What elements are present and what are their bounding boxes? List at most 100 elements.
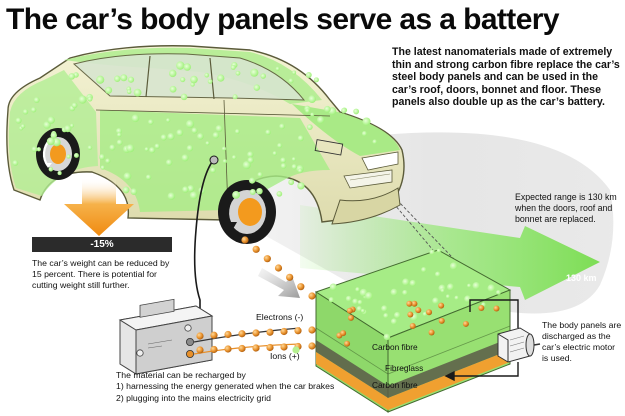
intro-text: The latest nanomaterials made of extreme…	[392, 46, 620, 109]
panel-bubble	[217, 74, 225, 82]
panel-bubble	[207, 79, 213, 84]
battery-particle	[493, 305, 500, 312]
panel-bubble	[187, 185, 195, 193]
flow-particle	[252, 344, 260, 352]
panel-bubble	[100, 165, 105, 170]
panel-bubble	[122, 186, 130, 194]
panel-bubble	[176, 129, 184, 137]
panel-bubble	[280, 157, 287, 164]
panel-bubble	[46, 137, 55, 146]
flow-particle	[280, 327, 288, 336]
panel-bubble	[288, 78, 294, 84]
battery-bubble	[467, 283, 472, 288]
panel-bubble	[291, 164, 298, 170]
panel-bubble	[232, 190, 241, 199]
panel-bubble	[167, 192, 176, 200]
panel-bubble	[297, 182, 305, 190]
panel-bubble	[30, 107, 37, 113]
panel-bubble	[232, 94, 238, 100]
panel-bubble	[33, 97, 40, 103]
battery-charge-bubbles	[328, 248, 501, 347]
battery-bubble	[409, 279, 417, 287]
battery-bubble	[345, 295, 352, 302]
flow-particle	[241, 236, 249, 244]
battery-bubble	[381, 305, 388, 312]
panel-bubble	[57, 171, 62, 176]
panel-bubble	[115, 127, 123, 135]
flow-particle	[308, 326, 316, 334]
battery-bubble	[454, 295, 459, 300]
panel-bubble	[205, 141, 210, 146]
panel-bubble	[306, 124, 313, 131]
energy-arrow-upper	[258, 268, 300, 298]
battery-bubble	[402, 289, 408, 296]
panel-bubble	[197, 133, 204, 140]
panel-bubble	[257, 172, 263, 178]
flow-particle	[286, 273, 294, 281]
flow-particle	[238, 330, 246, 338]
panel-bubble	[114, 75, 121, 82]
panel-bubble	[291, 157, 296, 162]
layer-label-fibreglass: Fibreglass	[385, 363, 424, 373]
panel-bubble	[265, 129, 271, 136]
panel-bubble	[126, 89, 132, 95]
battery-bubble	[383, 313, 389, 319]
panel-bubble	[297, 168, 303, 174]
panel-bubble	[277, 143, 283, 149]
car-windows	[72, 53, 306, 101]
panel-bubble	[87, 145, 93, 150]
grille	[343, 169, 393, 189]
panel-bubble	[190, 75, 198, 84]
battery-particle	[426, 309, 433, 316]
panel-bubble	[12, 159, 19, 166]
battery-particle	[428, 329, 435, 336]
panel-bubble	[204, 72, 210, 78]
panel-bubble	[116, 132, 122, 138]
battery-bubble	[432, 297, 439, 305]
weight-note: The car’s weight can be reduced by 15 pe…	[32, 258, 170, 290]
flow-particle	[294, 327, 302, 335]
panel-bubble	[120, 74, 128, 82]
panel-bubble	[71, 102, 78, 109]
battery-bubble	[440, 288, 445, 293]
layer-label-top-carbon: Carbon fibre	[372, 342, 418, 352]
panel-bubble	[292, 70, 297, 75]
panel-bubble	[168, 69, 177, 78]
panel-bubble	[105, 158, 111, 164]
mains-charger	[118, 298, 214, 375]
panel-bubble	[183, 63, 192, 71]
battery-bubble	[394, 311, 401, 319]
roof-panel-outline	[314, 139, 344, 156]
panel-bubble	[176, 61, 185, 70]
panel-bubble	[221, 146, 227, 151]
battery-bubble	[472, 281, 481, 290]
panel-bubble	[316, 116, 325, 124]
panel-bubble	[50, 132, 57, 139]
panel-bubble	[47, 116, 55, 124]
panel-bubble	[78, 95, 87, 104]
panel-bubble	[215, 124, 223, 133]
panel-bubble	[249, 188, 256, 195]
panel-bubble	[36, 147, 41, 152]
panel-bubble	[185, 119, 195, 129]
panel-bubble	[180, 93, 188, 101]
layer-label-bottom-carbon: Carbon fibre	[372, 380, 418, 390]
ions-label: Ions (+)	[270, 351, 300, 361]
panel-bubble	[105, 86, 113, 94]
flow-particle	[308, 342, 316, 350]
panel-bubble	[186, 144, 194, 152]
battery-particle	[478, 305, 485, 312]
panel-bubble	[341, 107, 347, 114]
panel-bubble	[361, 130, 368, 137]
range-label: 130 km	[566, 273, 597, 283]
panel-bubble	[73, 153, 79, 158]
battery-bubble	[446, 283, 455, 291]
panel-bubble	[272, 151, 277, 156]
panel-bubble	[123, 172, 132, 181]
flow-particle	[252, 245, 260, 253]
battery-particle	[347, 314, 354, 321]
panel-bubble	[15, 117, 22, 124]
battery-bubble	[390, 318, 398, 325]
flow-particle	[266, 343, 274, 352]
recharge-item-brakes: 1) harnessing the energy generated when …	[116, 381, 335, 392]
